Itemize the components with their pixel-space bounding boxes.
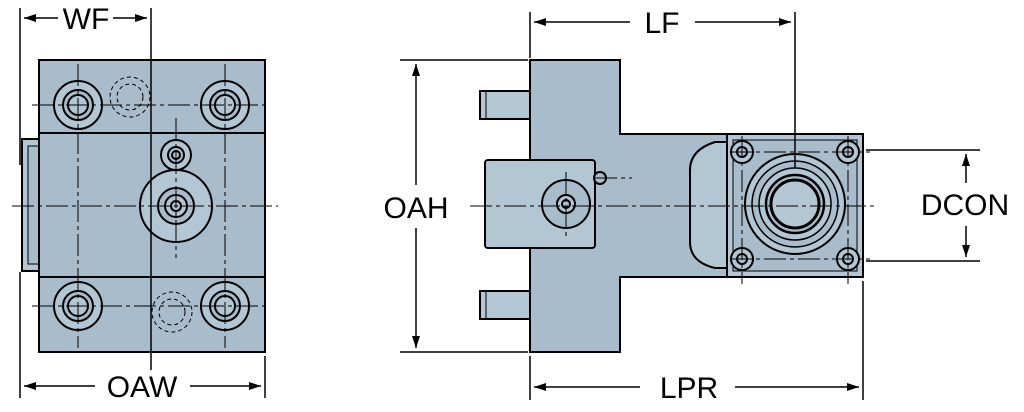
front-view <box>12 59 278 353</box>
center-lines-side <box>470 136 878 284</box>
side-view <box>470 59 878 353</box>
label-oaw: OAW <box>107 371 178 404</box>
label-lpr: LPR <box>660 372 718 405</box>
dim-wf <box>19 8 152 370</box>
dim-oah <box>400 59 528 353</box>
collet-chuck <box>744 153 846 255</box>
dowel-pin-bottom <box>479 290 531 320</box>
dim-lpr <box>529 281 864 400</box>
label-oah: OAH <box>383 192 448 225</box>
hidden-hole-top <box>109 76 151 118</box>
dim-oaw <box>19 272 266 398</box>
label-wf: WF <box>63 3 110 36</box>
hidden-hole-bottom <box>151 291 193 333</box>
collar <box>689 141 728 269</box>
label-dcon: DCON <box>921 189 1009 222</box>
dowel-pin-top <box>479 90 531 120</box>
label-lf: LF <box>644 7 679 40</box>
dim-dcon <box>866 149 980 262</box>
dim-lf <box>529 12 796 168</box>
